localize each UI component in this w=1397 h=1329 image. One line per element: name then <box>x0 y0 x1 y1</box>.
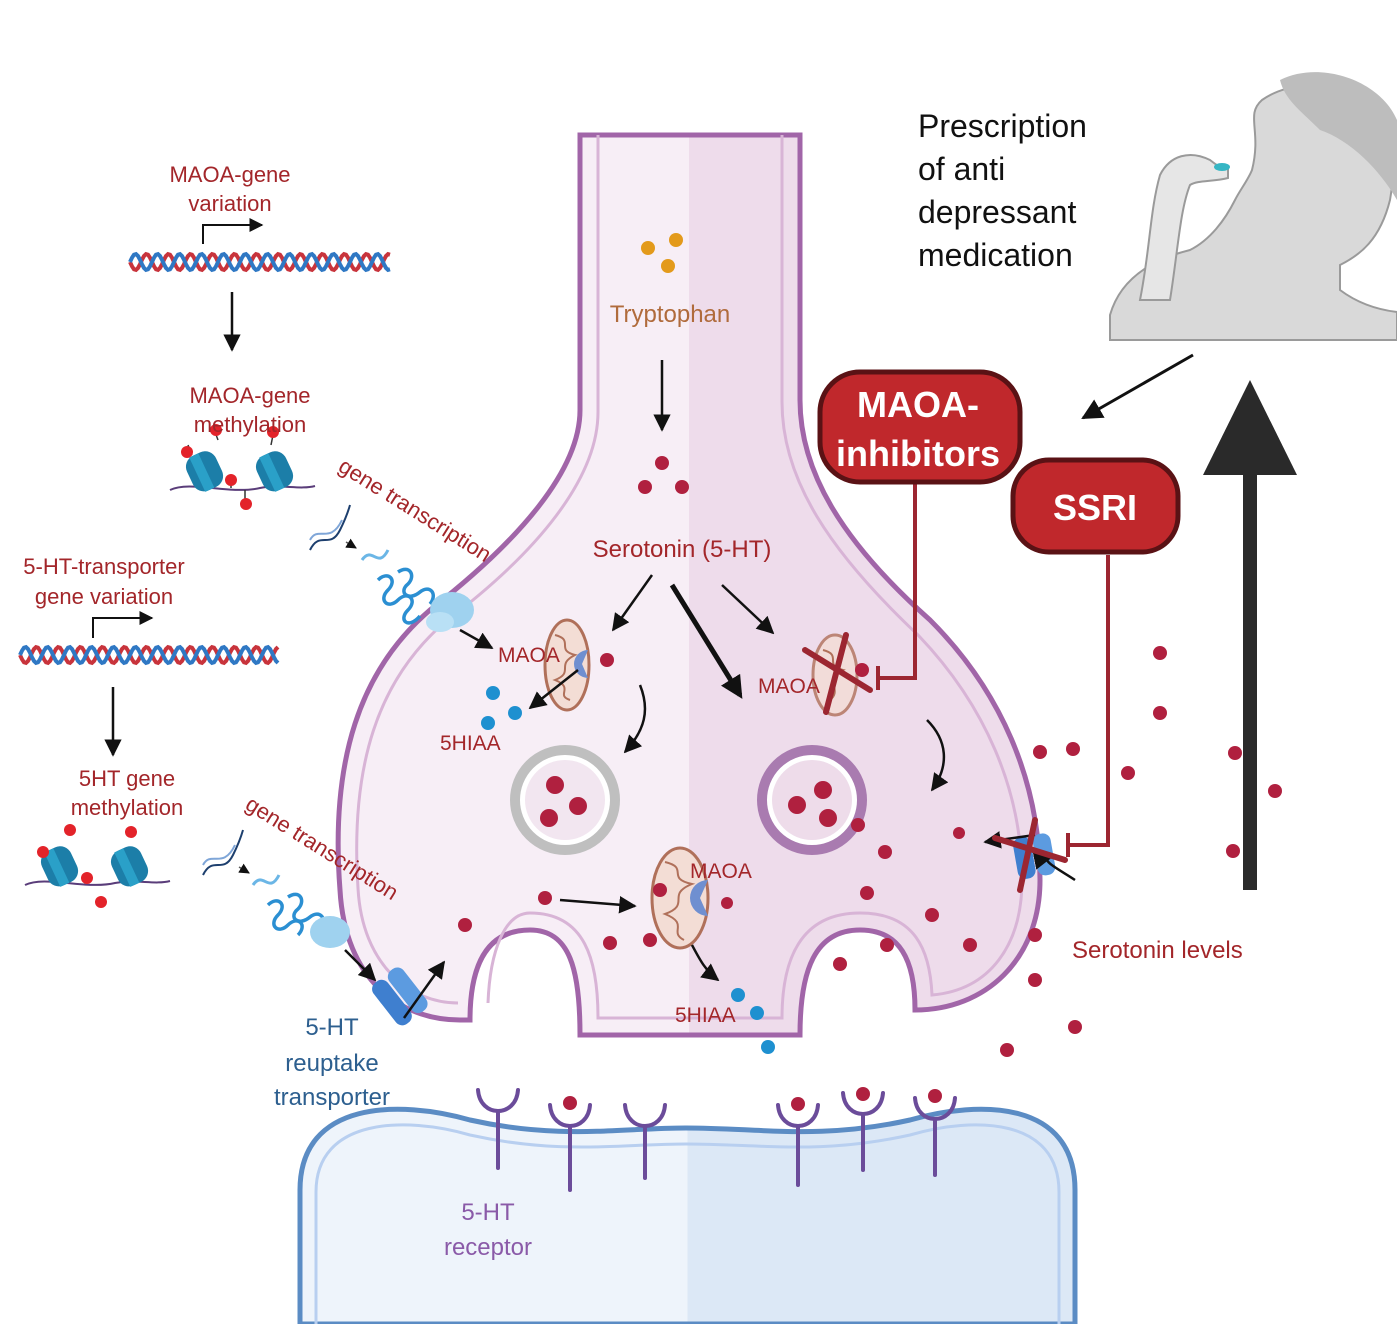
label-line: 5-HT <box>305 1014 359 1041</box>
label-line: methylation <box>194 412 307 437</box>
label-line: 5-HT-transporter <box>23 554 184 579</box>
label-line: medication <box>918 237 1073 273</box>
label-line: Prescription <box>918 108 1087 144</box>
label-line: of anti <box>918 151 1005 187</box>
maoa-dna-icon <box>128 251 391 273</box>
label-line: reuptake <box>285 1050 378 1077</box>
tryptophan-molecules <box>641 233 683 273</box>
hiaa-top-label: 5HIAA <box>440 732 501 755</box>
hiaa-bottom-label: 5HIAA <box>675 1004 736 1027</box>
label-line: 5HT gene <box>79 766 175 791</box>
serotonin-label: Serotonin (5-HT) <box>593 536 772 563</box>
label-line: methylation <box>71 795 184 820</box>
inhibitor-lines <box>876 480 1110 857</box>
transporter-gene-variation-label: 5-HT-transporter gene variation <box>23 554 184 609</box>
person-taking-pill-icon <box>1109 72 1397 341</box>
sht-nucleosome-icon <box>24 824 171 908</box>
maoa-gene-methylation-label: MAOA-gene methylation <box>189 383 310 437</box>
label-line: inhibitors <box>836 433 1000 474</box>
label-line: gene variation <box>35 584 173 609</box>
maoa-block-cross <box>802 632 873 715</box>
maoa-nucleosome-icon <box>169 424 316 510</box>
reuptake-transporter-label: 5-HT reuptake transporter <box>274 1014 390 1111</box>
promoter-arrows <box>92 218 264 638</box>
label-line: MAOA- <box>857 384 979 425</box>
ssri-box <box>1010 457 1181 555</box>
reuptake-transporter <box>372 967 428 1026</box>
label-line: variation <box>188 191 271 216</box>
transcription-icon-bottom <box>202 829 350 948</box>
main-release-arrow <box>669 583 743 699</box>
vesicle-left <box>510 745 620 855</box>
vesicle-right <box>757 745 867 855</box>
serotonin-levels-arrow-head <box>1203 380 1297 475</box>
receptor-3 <box>623 1103 667 1180</box>
label-line: receptor <box>444 1234 532 1261</box>
hiaa-molecules <box>481 686 775 1054</box>
receptor-1 <box>476 1088 520 1170</box>
label-line: MAOA-gene <box>189 383 310 408</box>
receptor-6 <box>913 1096 957 1177</box>
pathway-arrows <box>344 360 1076 1019</box>
bound-serotonin <box>563 1087 942 1111</box>
receptor-group <box>476 1088 957 1192</box>
prescription-label: Prescription of anti depressant medicati… <box>918 108 1087 273</box>
transporter-dna-icon <box>18 644 280 666</box>
serotonin-levels-label: Serotonin levels <box>1072 937 1243 964</box>
label-line: transporter <box>274 1084 390 1111</box>
transcription-icon-top <box>309 504 474 632</box>
prescription-arrow <box>1081 353 1194 420</box>
sht-gene-methylation-label: 5HT gene methylation <box>71 766 184 820</box>
maoa-bottom-label: MAOA <box>690 860 752 883</box>
receptor-2 <box>548 1103 592 1192</box>
receptor-4 <box>776 1103 820 1187</box>
flow-arrows <box>104 292 241 757</box>
maoa-inhibitors-box <box>817 369 1023 485</box>
maoa-gene-variation-label: MAOA-gene variation <box>169 162 290 216</box>
maoa-inhibitors-text: MAOA- inhibitors <box>836 384 1000 474</box>
receptor-label: 5-HT receptor <box>444 1199 532 1261</box>
gene-transcription-label-top: gene transcription <box>334 453 496 567</box>
receptor-5 <box>841 1091 885 1172</box>
serotonin-molecules <box>458 456 1282 1057</box>
label-line: MAOA-gene <box>169 162 290 187</box>
maoa-left-label: MAOA <box>498 644 560 667</box>
label-line: depressant <box>918 194 1076 230</box>
tryptophan-label: Tryptophan <box>610 301 731 328</box>
transporter-block-cross <box>992 817 1068 893</box>
ssri-text: SSRI <box>1053 487 1137 528</box>
label-line: 5-HT <box>461 1199 515 1226</box>
postsynaptic-neuron <box>297 1106 1078 1327</box>
mitochondrion-bottom <box>650 846 710 950</box>
maoa-right-label: MAOA <box>758 675 820 698</box>
